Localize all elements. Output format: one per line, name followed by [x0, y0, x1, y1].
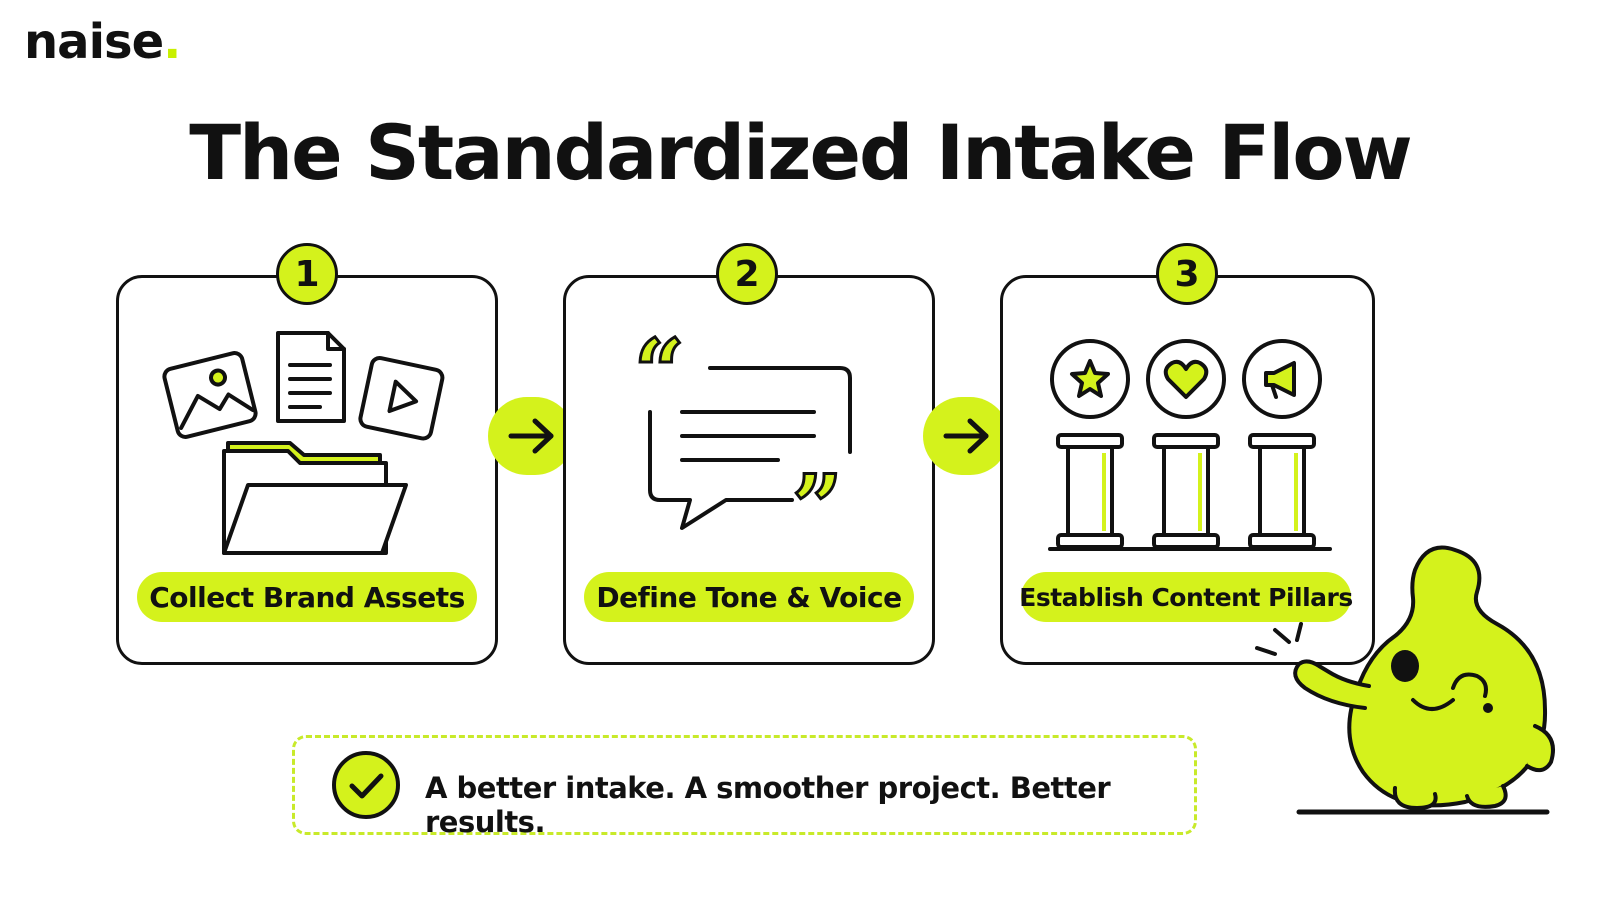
step-label-2: Define Tone & Voice: [584, 572, 914, 622]
step-number-2: 2: [716, 243, 778, 305]
svg-text:”: ”: [792, 455, 843, 559]
summary-banner: A better intake. A smoother project. Bet…: [292, 735, 1197, 839]
brand-dot: .: [163, 14, 181, 70]
svg-text:“: “: [634, 319, 685, 423]
step-number-1: 1: [276, 243, 338, 305]
summary-text: A better intake. A smoother project. Bet…: [425, 771, 1111, 839]
content-pillars-icon: [1048, 339, 1332, 551]
brand-name: naise: [24, 14, 164, 70]
quote-speech-bubble-icon: “ ”: [633, 318, 852, 561]
brand-logo: naise.: [24, 14, 181, 70]
step-number-3: 3: [1156, 243, 1218, 305]
check-circle-icon: [332, 751, 400, 819]
winking-blob-mascot: [1255, 545, 1555, 815]
step-label-1: Collect Brand Assets: [137, 572, 477, 622]
brand-assets-folder-icon: [162, 331, 445, 555]
arrow-right-icon: [943, 418, 989, 454]
arrow-right-icon: [508, 418, 554, 454]
step-label-3: Establish Content Pillars: [1019, 572, 1353, 622]
page-title: The Standardized Intake Flow: [189, 108, 1413, 197]
